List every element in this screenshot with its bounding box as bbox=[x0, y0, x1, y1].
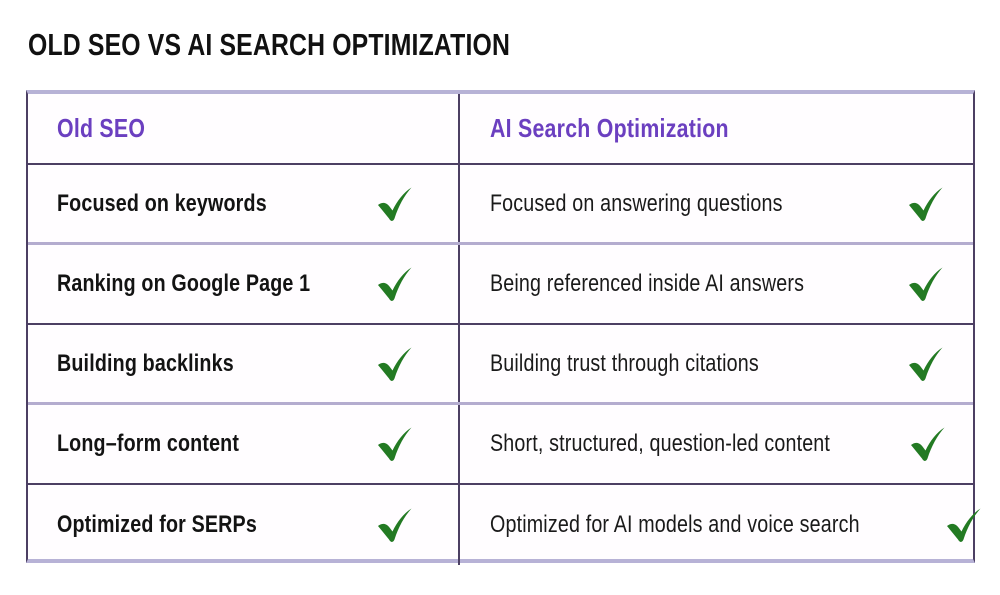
header-label-ai-search: AI Search Optimization bbox=[490, 113, 729, 143]
table-row: Optimized for SERPs Optimized for AI mod… bbox=[28, 485, 981, 565]
table-row: Focused on keywords Focused on answering… bbox=[28, 165, 973, 245]
row-label-left: Focused on keywords bbox=[57, 189, 267, 217]
row-label-right: Optimized for AI models and voice search bbox=[490, 511, 860, 538]
header-label-old-seo: Old SEO bbox=[57, 113, 146, 143]
row-label-right: Short, structured, question-led content bbox=[490, 430, 831, 457]
row-label-left: Long–form content bbox=[57, 430, 240, 457]
row-cell-left: Ranking on Google Page 1 bbox=[28, 245, 460, 323]
check-icon bbox=[905, 422, 951, 466]
row-label-left: Optimized for SERPs bbox=[57, 511, 257, 538]
comparison-table: Old SEO AI Search Optimization Focused o… bbox=[26, 90, 981, 565]
table-row: Ranking on Google Page 1 Being reference… bbox=[28, 245, 973, 325]
check-icon bbox=[903, 182, 949, 226]
row-label-left: Ranking on Google Page 1 bbox=[57, 270, 311, 297]
row-cell-right: Short, structured, question-led content bbox=[460, 405, 975, 483]
row-cell-left: Long–form content bbox=[28, 405, 460, 483]
check-icon bbox=[372, 342, 418, 386]
table-row: Long–form content Short, structured, que… bbox=[28, 405, 973, 485]
check-icon bbox=[903, 342, 949, 386]
row-cell-left: Focused on keywords bbox=[28, 165, 460, 242]
check-icon bbox=[372, 182, 418, 226]
row-cell-right: Focused on answering questions bbox=[460, 165, 973, 242]
page-title: OLD SEO VS AI SEARCH OPTIMIZATION bbox=[28, 27, 511, 62]
row-cell-right: Optimized for AI models and voice search bbox=[460, 485, 1000, 565]
check-icon bbox=[941, 503, 987, 547]
row-cell-right: Being referenced inside AI answers bbox=[460, 245, 973, 323]
check-icon bbox=[372, 262, 418, 306]
header-cell-ai-search: AI Search Optimization bbox=[460, 94, 973, 163]
table-row: Building backlinks Building trust throug… bbox=[28, 325, 973, 405]
row-cell-left: Building backlinks bbox=[28, 325, 460, 402]
row-label-right: Being referenced inside AI answers bbox=[490, 270, 805, 297]
row-cell-left: Optimized for SERPs bbox=[28, 485, 460, 565]
header-cell-old-seo: Old SEO bbox=[28, 94, 460, 163]
row-label-left: Building backlinks bbox=[57, 349, 234, 377]
row-cell-right: Building trust through citations bbox=[460, 325, 973, 402]
row-label-right: Building trust through citations bbox=[490, 349, 759, 377]
check-icon bbox=[372, 422, 418, 466]
check-icon bbox=[372, 503, 418, 547]
row-label-right: Focused on answering questions bbox=[490, 189, 783, 217]
table-header-row: Old SEO AI Search Optimization bbox=[28, 94, 973, 165]
check-icon bbox=[903, 262, 949, 306]
